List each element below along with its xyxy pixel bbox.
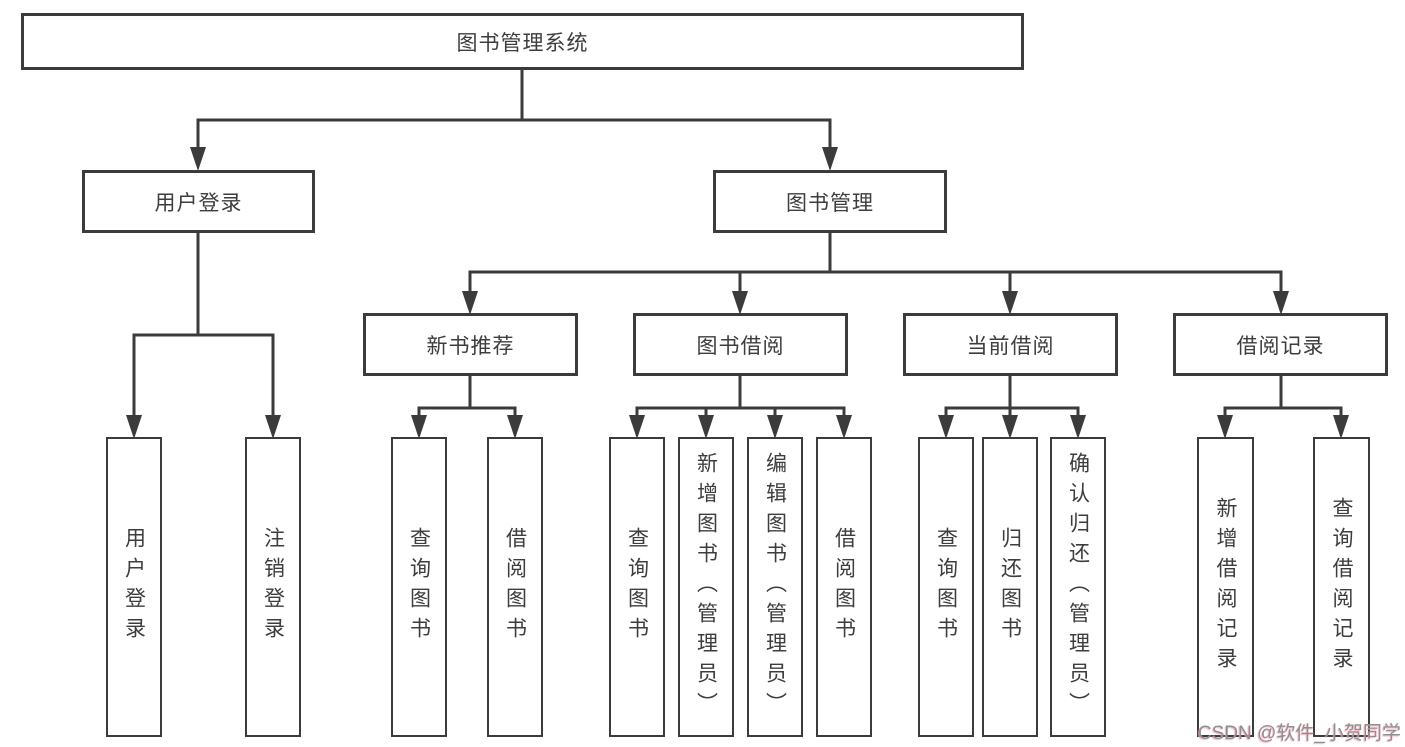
leaf-bb-add: 新增图书（管理员） bbox=[678, 437, 734, 737]
node-user-login: 用户登录 bbox=[82, 170, 315, 233]
leaf-nbr-borrow-label: 借阅图书 bbox=[503, 527, 527, 647]
csdn-watermark: CSDN @软件_小贺同学 bbox=[1198, 723, 1401, 744]
leaf-user-login: 用户登录 bbox=[106, 437, 162, 737]
node-root: 图书管理系统 bbox=[21, 13, 1024, 70]
leaf-bb-borrow: 借阅图书 bbox=[816, 437, 872, 737]
node-current-borrow: 当前借阅 bbox=[903, 313, 1118, 376]
leaf-cb-query-label: 查询图书 bbox=[934, 527, 958, 647]
leaf-br-add: 新增借阅记录 bbox=[1197, 437, 1254, 737]
leaf-bb-add-label: 新增图书（管理员） bbox=[694, 452, 718, 722]
leaf-bb-edit: 编辑图书（管理员） bbox=[747, 437, 803, 737]
leaf-nbr-borrow: 借阅图书 bbox=[487, 437, 543, 737]
node-borrow-records: 借阅记录 bbox=[1173, 313, 1388, 376]
node-root-label: 图书管理系统 bbox=[456, 31, 589, 55]
leaf-cb-confirm-label: 确认归还（管理员） bbox=[1066, 452, 1090, 722]
node-book-borrow-label: 图书借阅 bbox=[696, 334, 785, 358]
node-new-book-rec-label: 新书推荐 bbox=[426, 334, 515, 358]
leaf-cb-confirm: 确认归还（管理员） bbox=[1050, 437, 1106, 737]
leaf-user-login-label: 用户登录 bbox=[122, 527, 146, 647]
leaf-logout-label: 注销登录 bbox=[261, 527, 285, 647]
leaf-br-add-label: 新增借阅记录 bbox=[1214, 497, 1237, 677]
node-user-login-label: 用户登录 bbox=[154, 191, 243, 215]
leaf-logout: 注销登录 bbox=[245, 437, 301, 737]
node-book-mgmt: 图书管理 bbox=[713, 170, 947, 233]
node-borrow-records-label: 借阅记录 bbox=[1236, 334, 1325, 358]
node-book-borrow: 图书借阅 bbox=[633, 313, 848, 376]
leaf-cb-return: 归还图书 bbox=[982, 437, 1038, 737]
leaf-br-query-label: 查询借阅记录 bbox=[1330, 497, 1353, 677]
leaf-cb-return-label: 归还图书 bbox=[998, 527, 1022, 647]
leaf-nbr-query-label: 查询图书 bbox=[407, 527, 431, 647]
node-current-borrow-label: 当前借阅 bbox=[966, 334, 1055, 358]
leaf-bb-borrow-label: 借阅图书 bbox=[832, 527, 856, 647]
node-new-book-rec: 新书推荐 bbox=[363, 313, 578, 376]
leaf-cb-query: 查询图书 bbox=[918, 437, 974, 737]
leaf-bb-edit-label: 编辑图书（管理员） bbox=[763, 452, 787, 722]
leaf-br-query: 查询借阅记录 bbox=[1313, 437, 1370, 737]
node-book-mgmt-label: 图书管理 bbox=[786, 191, 874, 215]
leaf-nbr-query: 查询图书 bbox=[391, 437, 447, 737]
leaf-bb-query: 查询图书 bbox=[609, 437, 665, 737]
leaf-bb-query-label: 查询图书 bbox=[625, 527, 649, 647]
